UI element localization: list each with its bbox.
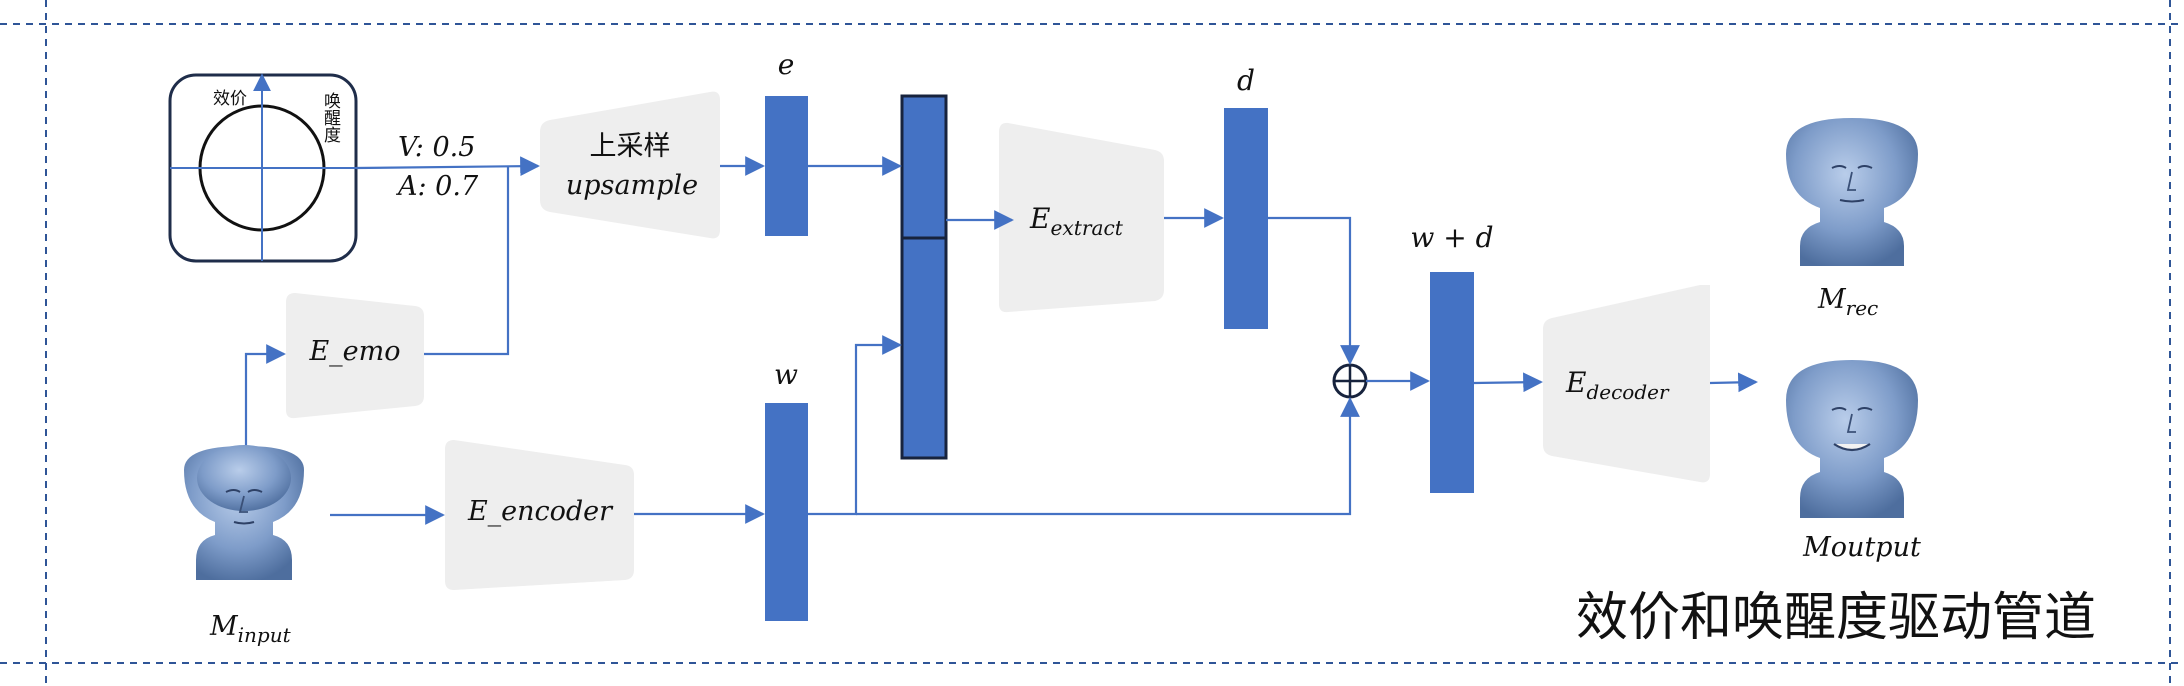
rec-face-image [1786, 118, 1918, 266]
concat-upper-block [900, 94, 948, 240]
w-to-sum-arrow [856, 397, 1360, 516]
pipeline-title: 效价和唤醒度驱动管道 [1576, 588, 2096, 648]
v-value-label: V: 0.5 [398, 132, 475, 163]
e-encoder-module [445, 440, 634, 590]
a-value-label: A: 0.7 [395, 171, 479, 202]
d-vector-block [1224, 108, 1268, 329]
upsample-cn-label: 上采样 [590, 131, 671, 162]
sum-node [1332, 363, 1368, 399]
connections [244, 156, 1758, 525]
wd-to-decoder-arrow [1473, 372, 1543, 393]
arousal-label: 唤醒度 [320, 92, 341, 143]
input-face-label: Minput [209, 611, 292, 647]
e-vector-block [765, 96, 808, 236]
va-to-upsample-arrow [355, 156, 540, 177]
e-emo-module [286, 293, 424, 419]
w-plus-d-label: w + d [1410, 221, 1493, 254]
emo-to-va-line [424, 166, 510, 356]
e-decoder-label: Edecoder [1565, 366, 1670, 404]
e-decoder-module [1543, 285, 1710, 483]
w-vector-label: w [774, 358, 798, 391]
w-plus-d-block [1430, 272, 1474, 493]
rec-face-label: Mrec [1817, 284, 1878, 320]
input-to-emo-arrow [244, 344, 286, 450]
w-vector-block [765, 403, 808, 621]
decoder-to-output-arrow [1709, 372, 1758, 393]
e-extract-label: Eextract [1029, 202, 1124, 240]
e-encoder-label: E_encoder [467, 496, 614, 527]
va-circle-panel: 效价 唤醒度 [168, 73, 358, 263]
e-emo-label: E_emo [308, 336, 400, 367]
concat-lower-block [900, 236, 948, 460]
d-vector-label: d [1237, 64, 1255, 97]
w-to-concat-arrow [808, 335, 902, 516]
d-to-sum-arrow [1268, 216, 1360, 365]
e-extract-module [999, 122, 1164, 313]
output-face-label: Moutput [1802, 532, 1921, 563]
valence-label: 效价 [213, 89, 247, 109]
upsample-en-label: upsample [566, 170, 698, 201]
input-face-image [184, 445, 304, 580]
output-face-image [1786, 360, 1918, 518]
e-vector-label: e [778, 48, 795, 81]
upsample-module [540, 91, 720, 239]
